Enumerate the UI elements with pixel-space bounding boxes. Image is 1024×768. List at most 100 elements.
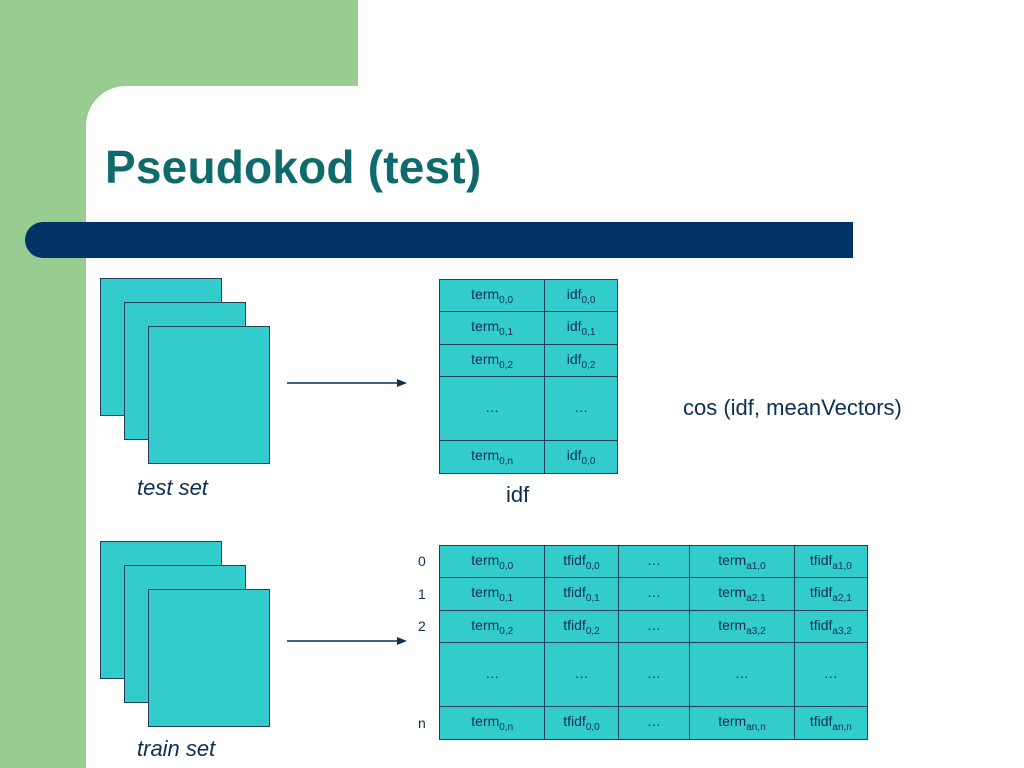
cell-subscript: 0,0	[581, 294, 596, 306]
idf-table-cell: …	[544, 376, 618, 441]
cell-text: …	[574, 398, 589, 415]
cell-subscript: a3,2	[832, 625, 852, 637]
idf-table-cell: term0,n	[438, 440, 546, 474]
train-table-cell: …	[544, 642, 619, 707]
train-row-index-0: 0	[418, 553, 426, 569]
cell-text: tfidf	[563, 616, 586, 633]
train-table-cell: term0,1	[438, 577, 546, 611]
cell-subscript: 0,1	[585, 592, 600, 604]
train-table-cell: tfidfa1,0	[793, 545, 869, 578]
train-table-cell: terma2,1	[689, 577, 795, 611]
cell-subscript: 0,0	[585, 721, 600, 733]
train-table-cell: tfidfa2,1	[793, 577, 869, 611]
idf-table-cell: …	[438, 376, 546, 441]
cell-subscript: a1,0	[746, 560, 766, 572]
train-table-cell: term0,2	[438, 610, 546, 643]
cell-subscript: a3,2	[746, 625, 766, 637]
test-document-3	[148, 326, 270, 464]
cell-text: term	[471, 584, 500, 601]
idf-table-cell: term0,2	[438, 344, 546, 377]
train-table-cell: tfidf0,0	[544, 545, 619, 578]
cell-subscript: 0,2	[585, 625, 600, 637]
cell-text: …	[646, 551, 661, 568]
cell-text: term	[718, 713, 747, 730]
cell-subscript: 0,0	[581, 455, 596, 467]
train-table-cell: tfidfan,n	[793, 706, 869, 740]
cell-subscript: 0,0	[499, 560, 514, 572]
cell-text: term	[471, 285, 500, 302]
idf-table-cell: idf0,2	[544, 344, 618, 377]
cell-text: term	[471, 318, 500, 335]
cell-subscript: 0,0	[499, 294, 514, 306]
cell-text: …	[574, 664, 589, 681]
train-table-cell: …	[793, 642, 869, 707]
idf-table-row: ……	[438, 376, 618, 441]
cell-subscript: a2,1	[746, 592, 766, 604]
cell-subscript: an,n	[832, 721, 852, 733]
cell-subscript: 0,2	[499, 625, 514, 637]
cell-text: term	[471, 551, 500, 568]
idf-caption: idf	[506, 482, 530, 507]
cell-text: term	[471, 350, 500, 367]
cell-text: term	[718, 616, 747, 633]
train-table-cell: …	[689, 642, 795, 707]
train-table-cell: tfidfa3,2	[793, 610, 869, 643]
cosine-formula: cos (idf, meanVectors)	[683, 395, 902, 420]
train-table-cell: …	[617, 610, 691, 643]
cell-subscript: 0,2	[499, 359, 514, 371]
slide-title: Pseudokod (test)	[105, 141, 482, 193]
cell-text: …	[485, 398, 500, 415]
title-underline-bar	[25, 222, 853, 258]
cell-text: term	[718, 584, 747, 601]
idf-table-cell: idf0,0	[544, 440, 618, 474]
cell-text: term	[718, 551, 747, 568]
train-table-cell: term0,n	[438, 706, 546, 740]
cell-subscript: 0,0	[585, 560, 600, 572]
cell-text: idf	[566, 350, 582, 367]
train-table-cell: …	[617, 706, 691, 740]
cell-subscript: 0,n	[499, 721, 514, 733]
train-row-index-1: 1	[418, 586, 426, 602]
cell-text: idf	[566, 318, 582, 335]
train-table-cell: …	[617, 642, 691, 707]
test-set-label: test set	[137, 475, 208, 500]
cell-text: idf	[566, 447, 582, 464]
train-table-cell: terma3,2	[689, 610, 795, 643]
idf-table-cell: term0,0	[438, 279, 546, 312]
train-arrow	[287, 637, 407, 645]
train-table-cell: tfidf0,1	[544, 577, 619, 611]
cell-text: tfidf	[563, 551, 586, 568]
cell-subscript: 0,2	[581, 359, 596, 371]
cell-text: …	[646, 584, 661, 601]
cell-text: …	[646, 713, 661, 730]
train-row-index-n: n	[418, 715, 426, 731]
train-table-cell: …	[617, 545, 691, 578]
cell-subscript: 0,1	[499, 326, 514, 338]
train-table-row: ……………	[438, 642, 869, 707]
cell-text: …	[823, 664, 838, 681]
cell-subscript: a2,1	[832, 592, 852, 604]
idf-table-cell: idf0,1	[544, 311, 618, 345]
cell-text: tfidf	[563, 713, 586, 730]
idf-table-cell: idf0,0	[544, 279, 618, 312]
train-set-label: train set	[137, 736, 216, 761]
cell-subscript: 0,n	[499, 455, 514, 467]
train-document-3	[148, 589, 270, 727]
cell-subscript: a1,0	[832, 560, 852, 572]
train-table-cell: tfidf0,2	[544, 610, 619, 643]
cell-text: …	[646, 664, 661, 681]
train-table-cell: terman,n	[689, 706, 795, 740]
cell-subscript: an,n	[746, 721, 766, 733]
idf-table-row: term0,1 idf0,1	[438, 311, 618, 345]
train-row-index-2: 2	[418, 618, 426, 634]
cell-subscript: 0,1	[499, 592, 514, 604]
train-table-cell: tfidf0,0	[544, 706, 619, 740]
cell-text: term	[471, 447, 500, 464]
